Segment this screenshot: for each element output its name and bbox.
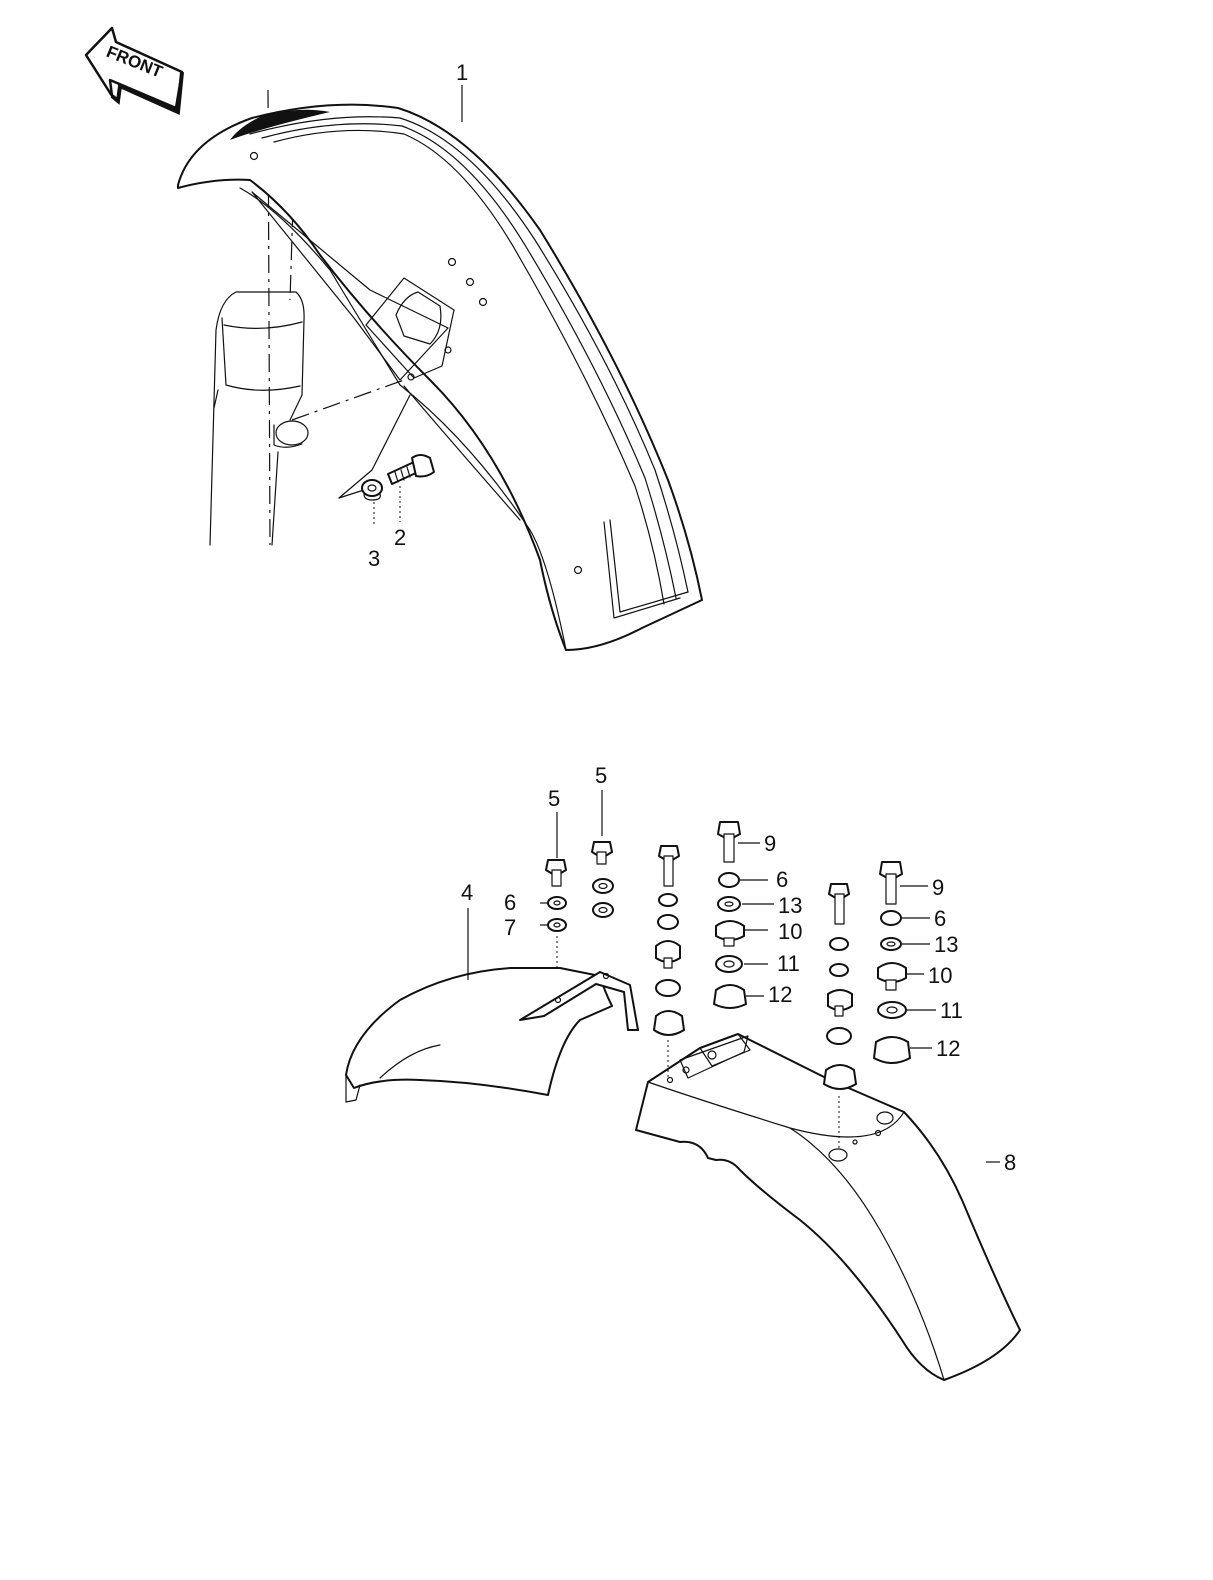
- callout-13b: 13: [934, 932, 958, 957]
- hardware-stack-right: [823, 883, 857, 1150]
- hardware-stack-center: [653, 845, 685, 1078]
- front-fender: [177, 103, 703, 651]
- rear-fender: [635, 1033, 1021, 1381]
- front-fender-bolt: [387, 454, 435, 485]
- callout-2: 2: [394, 525, 406, 550]
- callout-1: 1: [456, 60, 468, 85]
- front-orientation-badge: FRONT: [84, 26, 184, 115]
- callout-11a: 11: [777, 951, 800, 976]
- hardware-stack-right-center: [713, 821, 774, 1009]
- arrow-left-icon: [84, 26, 184, 115]
- callout-12a: 12: [768, 982, 792, 1007]
- callout-5a: 5: [548, 786, 560, 811]
- callout-13a: 13: [778, 893, 802, 918]
- callout-10a: 10: [778, 919, 802, 944]
- hardware-stack-left-2: [591, 790, 614, 918]
- callout-12b: 12: [936, 1036, 960, 1061]
- callout-6a: 6: [504, 890, 516, 915]
- callout-10b: 10: [928, 963, 952, 988]
- callout-6b: 6: [776, 867, 788, 892]
- front-fender-washer: [361, 479, 383, 501]
- hardware-stack-left: [545, 812, 567, 968]
- callout-11b: 11: [940, 998, 963, 1023]
- rear-inner-fender: [345, 967, 639, 1103]
- callout-7: 7: [504, 915, 516, 940]
- callout-6c: 6: [934, 906, 946, 931]
- callout-9a: 9: [764, 831, 776, 856]
- callout-4: 4: [461, 880, 473, 905]
- callout-9b: 9: [932, 875, 944, 900]
- hardware-stack-far-right: [873, 861, 936, 1064]
- callout-5b: 5: [595, 763, 607, 788]
- callout-8: 8: [1004, 1150, 1016, 1175]
- callout-3: 3: [368, 546, 380, 571]
